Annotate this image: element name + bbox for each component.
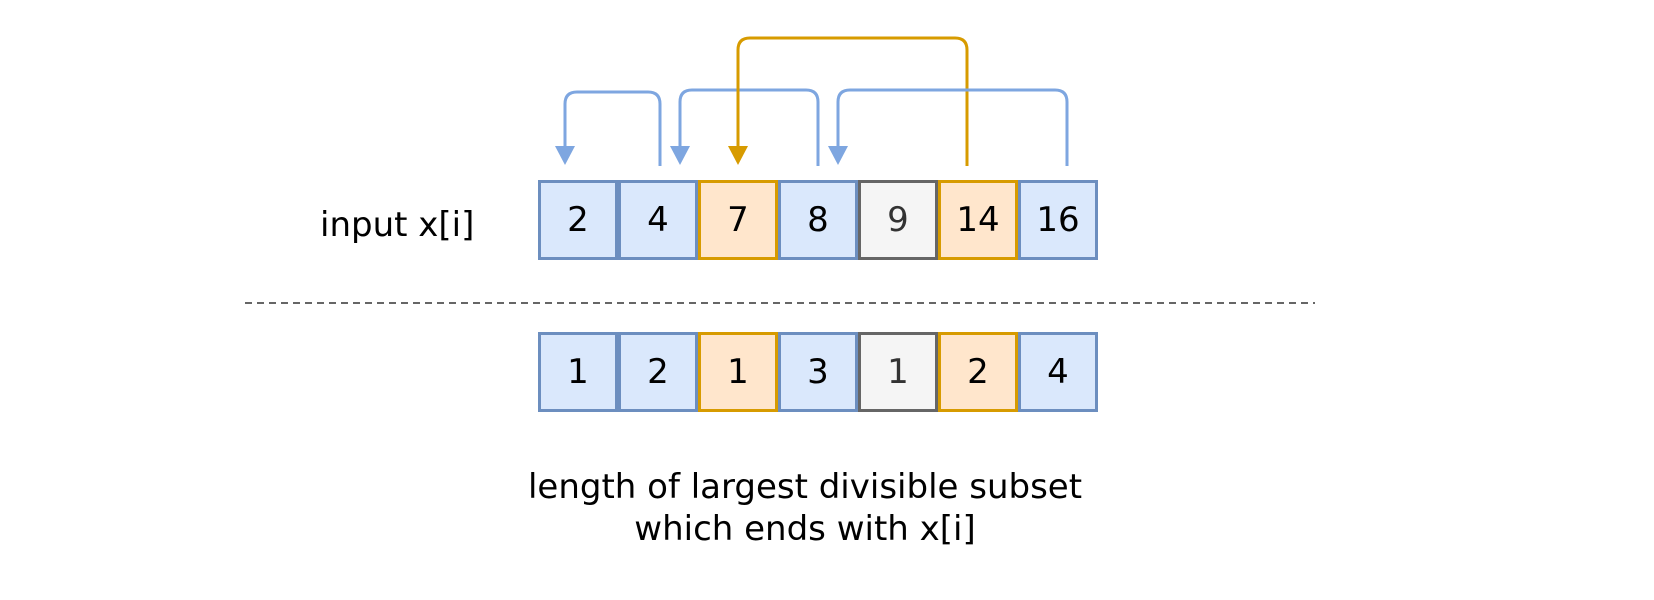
- input-cell-5: 14: [938, 180, 1018, 260]
- input-cell-6: 16: [1018, 180, 1098, 260]
- length-cell-0: 1: [538, 332, 618, 412]
- arrow-1: [678, 88, 820, 166]
- input-cell-2: 7: [698, 180, 778, 260]
- input-cell-0: 2: [538, 180, 618, 260]
- arrowhead-1: [670, 146, 690, 165]
- input-cell-3: 8: [778, 180, 858, 260]
- length-cell-5: 2: [938, 332, 1018, 412]
- length-cell-3: 3: [778, 332, 858, 412]
- arrow-0: [563, 90, 662, 166]
- caption-line-2: which ends with x[i]: [634, 509, 976, 549]
- dependency-arrows: [555, 36, 1069, 166]
- arrow-3: [836, 88, 1069, 166]
- caption-line-1: length of largest divisible subset: [527, 467, 1083, 507]
- input-label: input x[i]: [320, 205, 475, 245]
- caption: length of largest divisible subset which…: [480, 466, 1130, 550]
- input-cell-1: 4: [618, 180, 698, 260]
- arrowhead-2: [728, 146, 748, 165]
- length-cell-2: 1: [698, 332, 778, 412]
- arrowhead-0: [555, 146, 575, 165]
- length-cell-6: 4: [1018, 332, 1098, 412]
- length-cell-4: 1: [858, 332, 938, 412]
- input-cell-4: 9: [858, 180, 938, 260]
- arrow-2: [736, 36, 969, 166]
- arrowhead-3: [828, 146, 848, 165]
- length-cell-1: 2: [618, 332, 698, 412]
